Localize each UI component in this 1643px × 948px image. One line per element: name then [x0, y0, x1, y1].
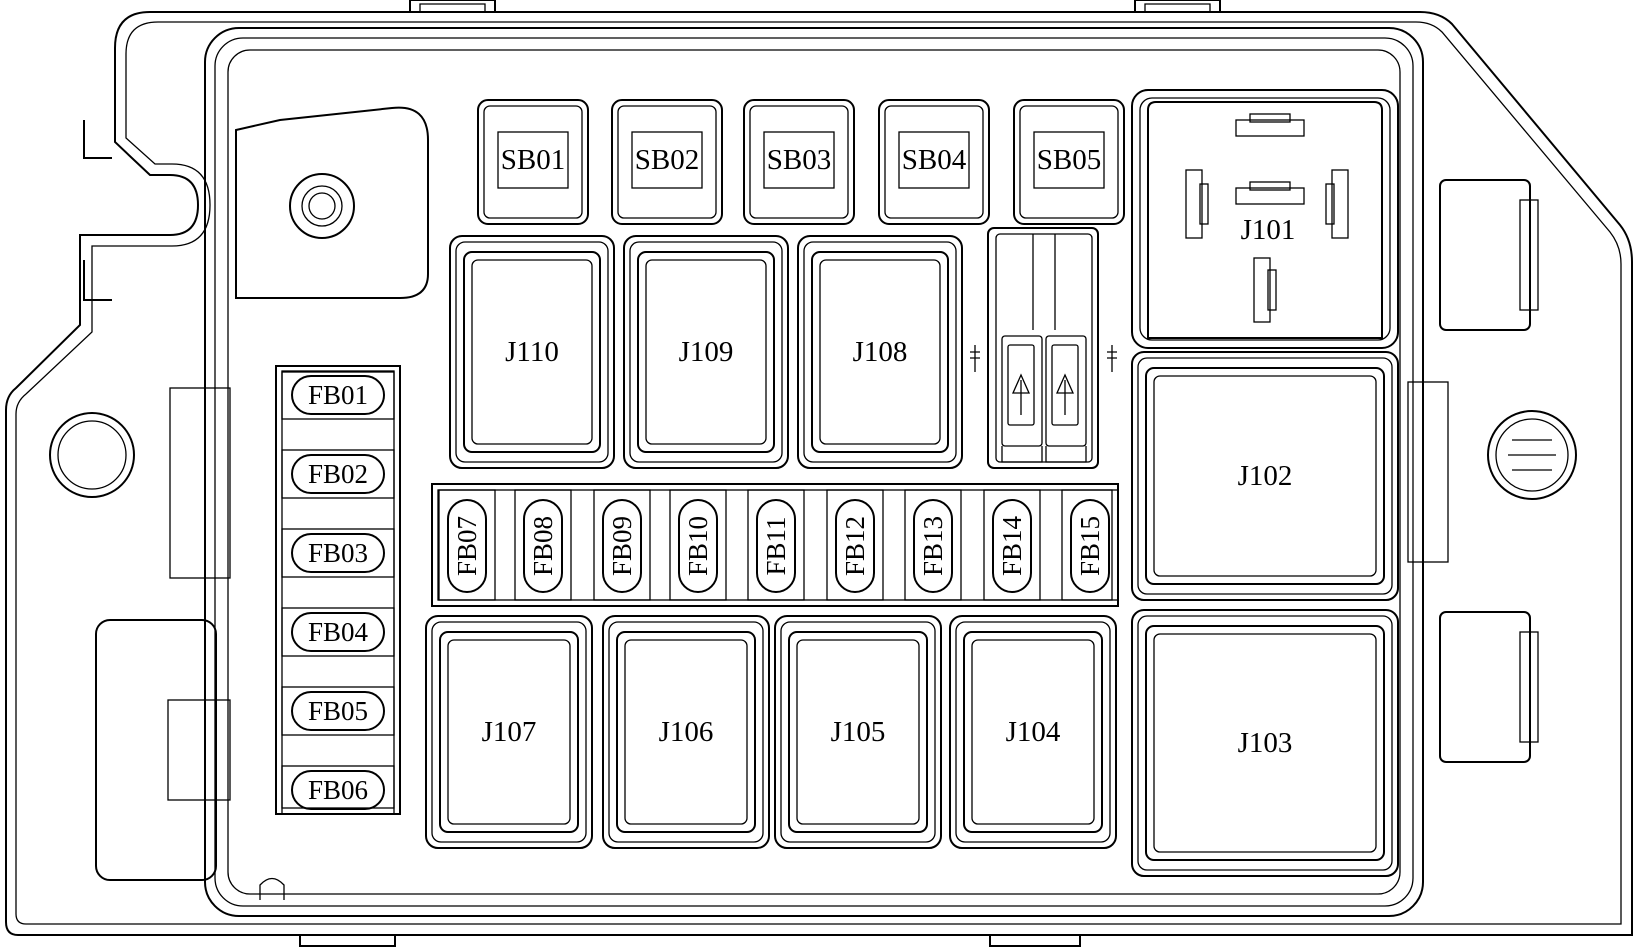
diode-block	[970, 227, 1117, 469]
relay-j108: J108	[797, 235, 963, 469]
fuse-label: FB10	[683, 516, 713, 576]
fuse-sb01: SB01	[477, 99, 589, 225]
fuse-fb14: FB14	[983, 489, 1041, 601]
relay-label: J106	[659, 716, 714, 748]
fuse-sb04: SB04	[878, 99, 990, 225]
fuse-label: FB15	[1075, 516, 1105, 576]
fuse-fb04: FB04	[281, 607, 395, 657]
fuse-label: FB08	[528, 516, 558, 576]
fuse-fb12: FB12	[826, 489, 884, 601]
fuse-fb15: FB15	[1061, 489, 1119, 601]
fuse-fb01: FB01	[281, 370, 395, 420]
fuse-label: FB11	[761, 516, 791, 575]
fuse-sb05: SB05	[1013, 99, 1125, 225]
relay-j102: J102	[1131, 351, 1399, 601]
horizontal-fuse-rail	[431, 483, 1119, 607]
fuse-label: FB03	[308, 538, 368, 568]
fuse-label: FB09	[607, 516, 637, 576]
relay-j110: J110	[449, 235, 615, 469]
relay-j106: J106	[602, 615, 770, 849]
fuse-label: SB03	[767, 144, 831, 176]
fuse-label: SB04	[902, 144, 967, 176]
fuse-fb05: FB05	[281, 686, 395, 736]
fuse-label: FB01	[308, 380, 368, 410]
fuse-label: FB14	[997, 515, 1027, 576]
fuse-fb03: FB03	[281, 528, 395, 578]
fuse-fb08: FB08	[514, 489, 572, 601]
fuse-sb02: SB02	[611, 99, 723, 225]
relay-j101: J101	[1131, 89, 1399, 349]
relay-label: J110	[505, 336, 559, 368]
relay-label: J101	[1241, 214, 1296, 246]
relay-j109: J109	[623, 235, 789, 469]
relay-label: J105	[831, 716, 886, 748]
inner-frame	[204, 27, 1424, 917]
relay-label: J103	[1238, 727, 1293, 759]
fuse-fb02: FB02	[281, 449, 395, 499]
fuse-label: FB12	[840, 516, 870, 576]
fuse-label: SB01	[501, 144, 565, 176]
fuse-label: SB05	[1037, 144, 1101, 176]
relay-j104: J104	[949, 615, 1117, 849]
fuse-fb13: FB13	[904, 489, 962, 601]
relay-label: J109	[679, 336, 734, 368]
vertical-fuse-rail	[275, 365, 401, 815]
relay-label: J104	[1006, 716, 1061, 748]
fuse-label: FB05	[308, 696, 368, 726]
relay-j107: J107	[425, 615, 593, 849]
relay-label: J102	[1238, 460, 1293, 492]
relay-label: J108	[853, 336, 908, 368]
fuse-fb10: FB10	[669, 489, 727, 601]
fuse-fb09: FB09	[593, 489, 651, 601]
fuse-fb06: FB06	[281, 765, 395, 815]
fuse-label: FB07	[452, 516, 482, 576]
fuse-label: FB13	[918, 516, 948, 576]
fuse-fb07: FB07	[438, 489, 496, 601]
housing-outline	[5, 0, 1633, 947]
relay-j105: J105	[774, 615, 942, 849]
fuse-label: SB02	[635, 144, 699, 176]
relay-label: J107	[482, 716, 537, 748]
battery-stud-terminal	[235, 106, 429, 299]
fuse-fb11: FB11	[747, 489, 805, 601]
fuse-label: FB02	[308, 459, 368, 489]
relay-j103: J103	[1131, 609, 1399, 877]
fuse-label: FB04	[308, 617, 369, 647]
fuse-sb03: SB03	[743, 99, 855, 225]
fuse-label: FB06	[308, 775, 368, 805]
